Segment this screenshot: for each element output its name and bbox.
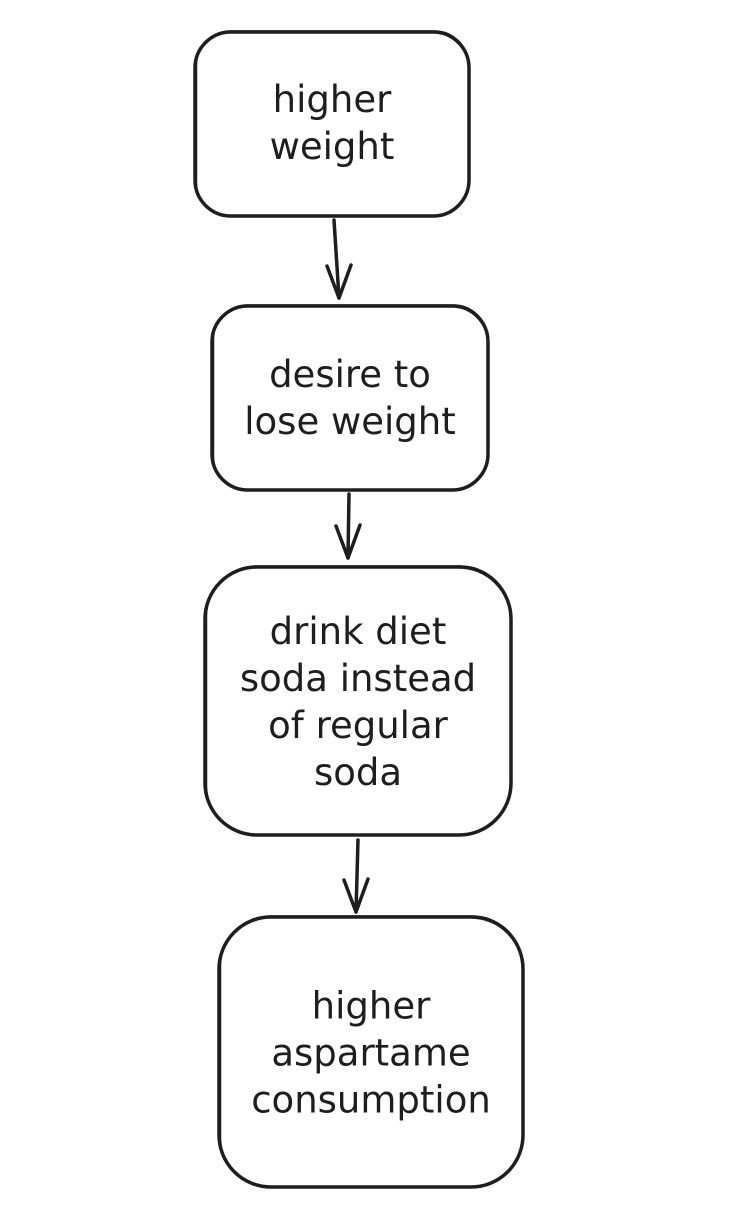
node-box	[203, 565, 513, 837]
node-label-line: desire to	[269, 353, 431, 396]
node-label-line: soda	[314, 751, 402, 794]
node-label-line: weight	[270, 125, 395, 168]
arrow-head	[334, 523, 362, 560]
node-box	[210, 304, 490, 492]
node-label-line: drink diet	[270, 610, 447, 653]
node-box-sketch-line	[212, 304, 489, 492]
arrow-shaft	[354, 838, 360, 914]
node-label-line: higher	[273, 78, 392, 121]
node-box-sketch-line	[205, 565, 512, 837]
node-label-line: soda instead	[240, 657, 476, 700]
node-box-sketch-line	[219, 915, 524, 1189]
arrow-shaft	[332, 218, 341, 300]
arrow-desire-to-lose-weight-to-drink-diet-soda	[334, 492, 362, 560]
node-label-line: higher	[312, 985, 431, 1028]
arrow-head	[342, 877, 370, 914]
arrow-shaft	[346, 492, 351, 560]
node-box	[193, 30, 471, 218]
edges	[325, 218, 370, 914]
node-box-sketch-line	[195, 30, 470, 218]
arrow-higher-weight-to-desire-to-lose-weight	[325, 218, 353, 300]
arrow-head	[325, 263, 353, 300]
node-label-line: consumption	[251, 1079, 491, 1122]
node-label-line: of regular	[268, 704, 448, 747]
node-label-line: lose weight	[244, 400, 455, 443]
node-label-line: aspartame	[271, 1032, 470, 1075]
arrow-drink-diet-soda-to-higher-aspartame-consumption	[342, 838, 370, 914]
